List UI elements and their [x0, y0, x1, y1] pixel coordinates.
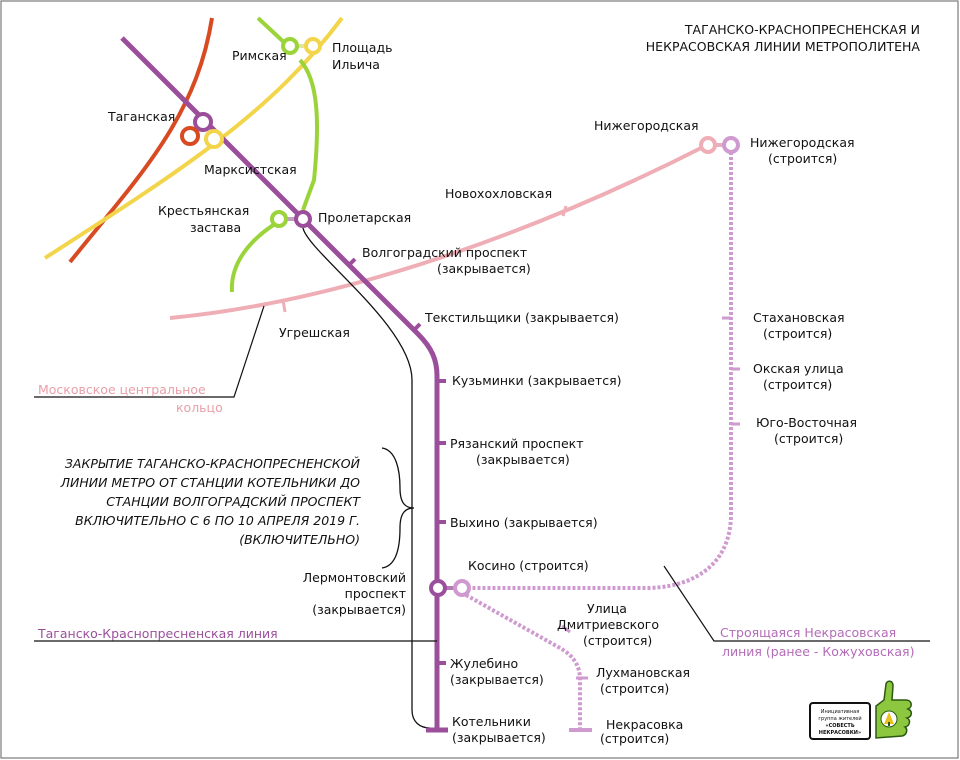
station-lermontovsky-2: проспект — [345, 586, 406, 601]
legend-mcc-2: кольцо — [176, 400, 223, 415]
station-ulitsa-dmitrievskogo-1: Улица — [587, 601, 627, 616]
station-stakhanovskaya-2: (строится) — [763, 326, 832, 341]
line-nekrasovskaya-branch — [465, 593, 582, 728]
tick-novokhokhlovskaya — [561, 205, 568, 217]
station-nizhegorodskaya-mcc: Нижегородская — [594, 118, 699, 133]
station-taganskaya: Таганская — [107, 109, 175, 124]
notice-line2: ЛИНИИ МЕТРО ОТ СТАНЦИИ КОТЕЛЬНИКИ ДО — [60, 475, 361, 490]
station-vykhino: Выхино (закрывается) — [450, 515, 598, 530]
thumbs-up-icon — [875, 680, 912, 739]
legend-mcc-callout — [34, 305, 265, 398]
station-ryazansky-2: (закрывается) — [476, 452, 570, 467]
notice-line5: (ВКЛЮЧИТЕЛЬНО) — [239, 532, 360, 547]
station-tekstilshchiki: Текстильщики (закрывается) — [424, 310, 619, 325]
station-nekrasovka-1: Некрасовка — [606, 717, 683, 732]
line-green-south — [229, 220, 280, 293]
station-krestyanskaya-2: застава — [190, 220, 241, 235]
station-kuzminki: Кузьминки (закрывается) — [452, 373, 621, 388]
station-lukhmanovskaya-2: (строится) — [600, 681, 669, 696]
station-ulitsa-dmitrievskogo-2: Дмитриевского — [557, 617, 659, 632]
line-tkl — [120, 36, 440, 730]
station-nekrasovka-2: (строится) — [600, 731, 669, 746]
transfer-ploshchad-ilicha — [281, 37, 322, 55]
notice-line1: ЗАКРЫТИЕ ТАГАНСКО-КРАСНОПРЕСНЕНСКОЙ — [65, 456, 361, 471]
sovest-nekrasovki-logo: Инициативная группа жителей «СОВЕСТЬ НЕК… — [809, 680, 912, 740]
station-ploshchad-ilicha-2: Ильича — [332, 57, 380, 72]
station-kotelniki-1: Котельники — [452, 714, 531, 729]
station-yugovostochnaya-1: Юго-Восточная — [756, 415, 857, 430]
station-okskaya-2: (строится) — [763, 377, 832, 392]
station-kosino: Косино (строится) — [468, 558, 589, 573]
legend-nekrasovskaya-2: линия (ранее - Кожуховская) — [722, 644, 914, 659]
station-volgogradsky-1: Волгоградский проспект — [362, 245, 527, 260]
station-ulitsa-dmitrievskogo-3: (строится) — [583, 633, 652, 648]
transfer-kosino — [429, 579, 471, 597]
station-zhulebino-2: (закрывается) — [450, 672, 544, 687]
logo-text-3: «СОВЕСТЬ — [825, 723, 854, 729]
station-volgogradsky-2: (закрывается) — [437, 261, 531, 276]
station-ploshchad-ilicha-1: Площадь — [332, 40, 392, 55]
station-nizhegorodskaya-nek-1: Нижегородская — [750, 135, 855, 150]
closure-notice: ЗАКРЫТИЕ ТАГАНСКО-КРАСНОПРЕСНЕНСКОЙ ЛИНИ… — [60, 456, 362, 547]
station-kotelniki-2: (закрывается) — [452, 730, 546, 745]
station-ryazansky-1: Рязанский проспект — [450, 436, 584, 451]
title-line1: ТАГАНСКО-КРАСНОПРЕСНЕНСКАЯ И — [684, 22, 920, 37]
transfer-taganskaya — [180, 112, 224, 149]
station-ugreshskaya: Угрешская — [279, 325, 350, 340]
station-zhulebino-1: Жулебино — [450, 656, 518, 671]
legend-tkl: Таганско-Краснопресненская линия — [37, 626, 278, 641]
station-lermontovsky-3: (закрывается) — [312, 602, 406, 617]
transfer-nizhegorodskaya — [699, 136, 740, 154]
station-proletarskaya: Пролетарская — [318, 210, 411, 225]
line-green — [298, 58, 320, 211]
station-nizhegorodskaya-nek-2: (строится) — [768, 151, 837, 166]
station-stakhanovskaya-1: Стахановская — [753, 310, 845, 325]
title-line2: НЕКРАСОВСКАЯ ЛИНИИ МЕТРОПОЛИТЕНА — [646, 39, 921, 54]
line-red — [68, 17, 214, 264]
station-rimskaya: Римская — [232, 48, 287, 63]
transfer-proletarskaya — [270, 210, 312, 228]
line-nekrasovskaya — [468, 152, 733, 590]
station-marksistskaya: Марксистская — [204, 162, 297, 177]
station-lermontovsky-1: Лермонтовский — [303, 570, 406, 585]
station-yugovostochnaya-2: (строится) — [774, 431, 843, 446]
logo-text-2: группа жителей — [818, 715, 861, 722]
tick-ugreshskaya — [281, 299, 287, 313]
logo-frame — [809, 702, 871, 740]
tick-volgogradsky — [347, 257, 357, 267]
station-lukhmanovskaya-1: Лухмановская — [596, 665, 690, 680]
tick-tekstilshchiki — [412, 322, 422, 332]
legend-nek-callout — [663, 565, 930, 642]
logo-text-4: НЕКРАСОВКИ» — [819, 730, 861, 736]
tick-ulitsa-dmitrievskogo — [561, 624, 571, 634]
line-mcc — [169, 144, 706, 320]
station-okskaya-1: Окская улица — [753, 361, 844, 376]
logo-text-1: Инициативная — [821, 709, 859, 715]
legend-mcc-1: Московское центральное — [38, 382, 206, 397]
station-novokhokhlovskaya: Новохохловская — [445, 186, 552, 201]
station-krestyanskaya-1: Крестьянская — [158, 203, 249, 218]
closure-callout-line — [302, 227, 431, 729]
legend-nekrasovskaya-1: Строящаяся Некрасовская — [720, 625, 896, 640]
notice-line3: СТАНЦИИ ВОЛГОГРАДСКИЙ ПРОСПЕКТ — [106, 494, 361, 509]
notice-line4: ВКЛЮЧИТЕЛЬНО С 6 ПО 10 АПРЕЛЯ 2019 Г. — [75, 513, 360, 528]
closure-brace — [381, 447, 415, 569]
